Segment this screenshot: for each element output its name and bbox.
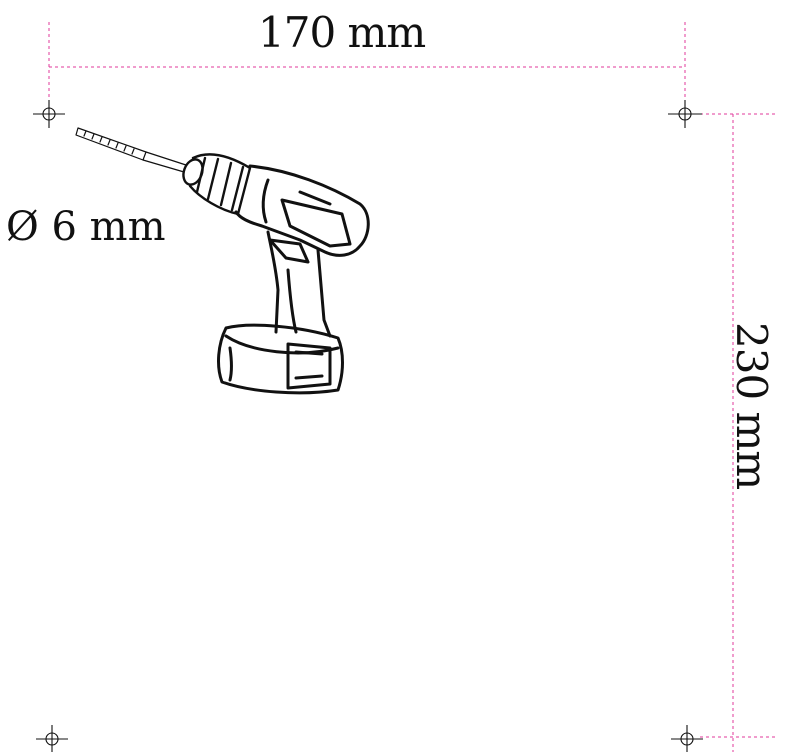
width-label: 170 mm (258, 8, 426, 57)
drill-handle (266, 230, 332, 338)
crosshair-icon (36, 725, 68, 752)
crosshair-icon (668, 100, 702, 128)
width-dimension (48, 22, 686, 104)
bit-diameter-label: Ø 6 mm (6, 204, 166, 250)
crosshair-icon (33, 100, 65, 128)
height-label: 230 mm (727, 322, 776, 490)
drill-bit (75, 127, 187, 173)
crosshair-icon (671, 725, 703, 752)
drill-chuck (182, 153, 252, 216)
cordless-drill-icon (75, 127, 370, 395)
drill-body (234, 164, 370, 257)
height-dimension (700, 113, 778, 752)
battery-pack (217, 323, 344, 395)
